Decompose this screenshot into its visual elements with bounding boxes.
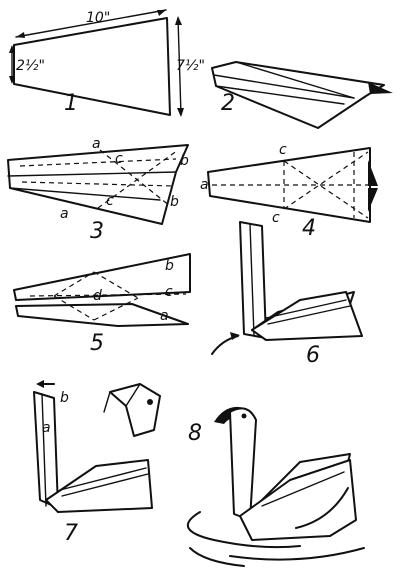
step-6: 6 <box>211 221 363 368</box>
dashed-crease <box>21 181 175 187</box>
dashed-crease <box>99 149 171 207</box>
label-c: c <box>272 210 280 226</box>
dashed-crease <box>53 271 95 297</box>
folded-strip <box>211 61 385 129</box>
push-arrow-icon <box>368 160 378 186</box>
push-arrow-icon <box>368 188 378 212</box>
fold-line <box>125 383 141 407</box>
step-7: b a 7 <box>33 380 153 546</box>
curved-arrow <box>211 335 239 355</box>
arrowhead-icon <box>16 32 25 38</box>
step-3: a a b b c c 3 <box>7 136 189 244</box>
step-number: 1 <box>64 91 78 116</box>
step-number: 2 <box>221 91 235 116</box>
eye-icon <box>147 399 153 405</box>
label-a: a <box>60 206 69 222</box>
arrowhead-icon <box>177 108 184 117</box>
dashed-crease <box>19 158 177 167</box>
fold-line <box>249 223 255 337</box>
step-number: 5 <box>90 331 104 356</box>
label-a: a <box>92 136 101 152</box>
label-c: c <box>279 142 287 158</box>
step-5: b c d a 5 <box>13 253 191 356</box>
eye-icon <box>241 413 247 419</box>
folded-strip-bottom <box>15 303 189 327</box>
fold-line <box>235 61 355 99</box>
water-ripple <box>189 547 245 567</box>
label-b: b <box>165 258 174 274</box>
arrowhead-icon <box>9 76 15 84</box>
fold-line <box>267 305 351 325</box>
arrowhead-icon <box>157 10 166 16</box>
fold-line <box>213 74 355 99</box>
fold-line <box>9 187 161 201</box>
height-label: 7½" <box>176 58 205 74</box>
fold-line <box>215 85 345 105</box>
short-side-label: 2½" <box>16 58 45 74</box>
fold-line <box>61 473 149 497</box>
water-ripple <box>186 511 301 549</box>
water-ripple <box>229 547 365 561</box>
step-number: 4 <box>302 216 316 241</box>
arrowhead-icon <box>175 16 182 25</box>
label-a: a <box>200 177 209 193</box>
label-b: b <box>180 153 189 169</box>
dashed-crease <box>53 295 95 321</box>
paper-tip-shadow <box>368 82 393 94</box>
fold-line <box>103 391 111 413</box>
dashed-crease <box>97 149 179 209</box>
step-number: 7 <box>64 521 78 546</box>
fold-line <box>59 467 147 491</box>
arrowhead-icon <box>9 45 15 53</box>
height-dimension-line <box>177 17 182 116</box>
finished-swan <box>186 406 365 567</box>
dashed-crease <box>29 293 187 297</box>
arrowhead-icon <box>230 332 240 340</box>
fold-line <box>265 299 347 319</box>
fold-line <box>261 471 345 507</box>
label-c: c <box>106 193 114 209</box>
step-4: a c c 4 <box>200 142 378 241</box>
fold-line <box>7 171 177 177</box>
paper-trapezoid <box>13 17 171 116</box>
step-number: 8 <box>188 421 202 446</box>
width-dimension-line <box>15 9 167 38</box>
label-a: a <box>42 420 51 436</box>
dashed-crease <box>93 297 139 321</box>
fold-line <box>41 393 47 507</box>
wing-curve <box>295 487 349 529</box>
step-1: 10" 7½" 2½" 1 <box>9 9 205 117</box>
step-number: 6 <box>306 343 320 368</box>
label-d: d <box>93 288 102 304</box>
step-8: 8 <box>103 383 365 567</box>
label-a: a <box>160 308 169 324</box>
label-c: c <box>165 284 173 300</box>
label-b: b <box>60 390 69 406</box>
arrowhead-icon <box>36 380 44 388</box>
label-c: c <box>115 151 123 167</box>
width-label: 10" <box>86 10 110 26</box>
step-2: 2 <box>211 61 393 129</box>
label-b: b <box>170 194 179 210</box>
swan-neck <box>229 407 257 521</box>
swan-body <box>239 459 357 541</box>
step-number: 3 <box>90 219 104 244</box>
